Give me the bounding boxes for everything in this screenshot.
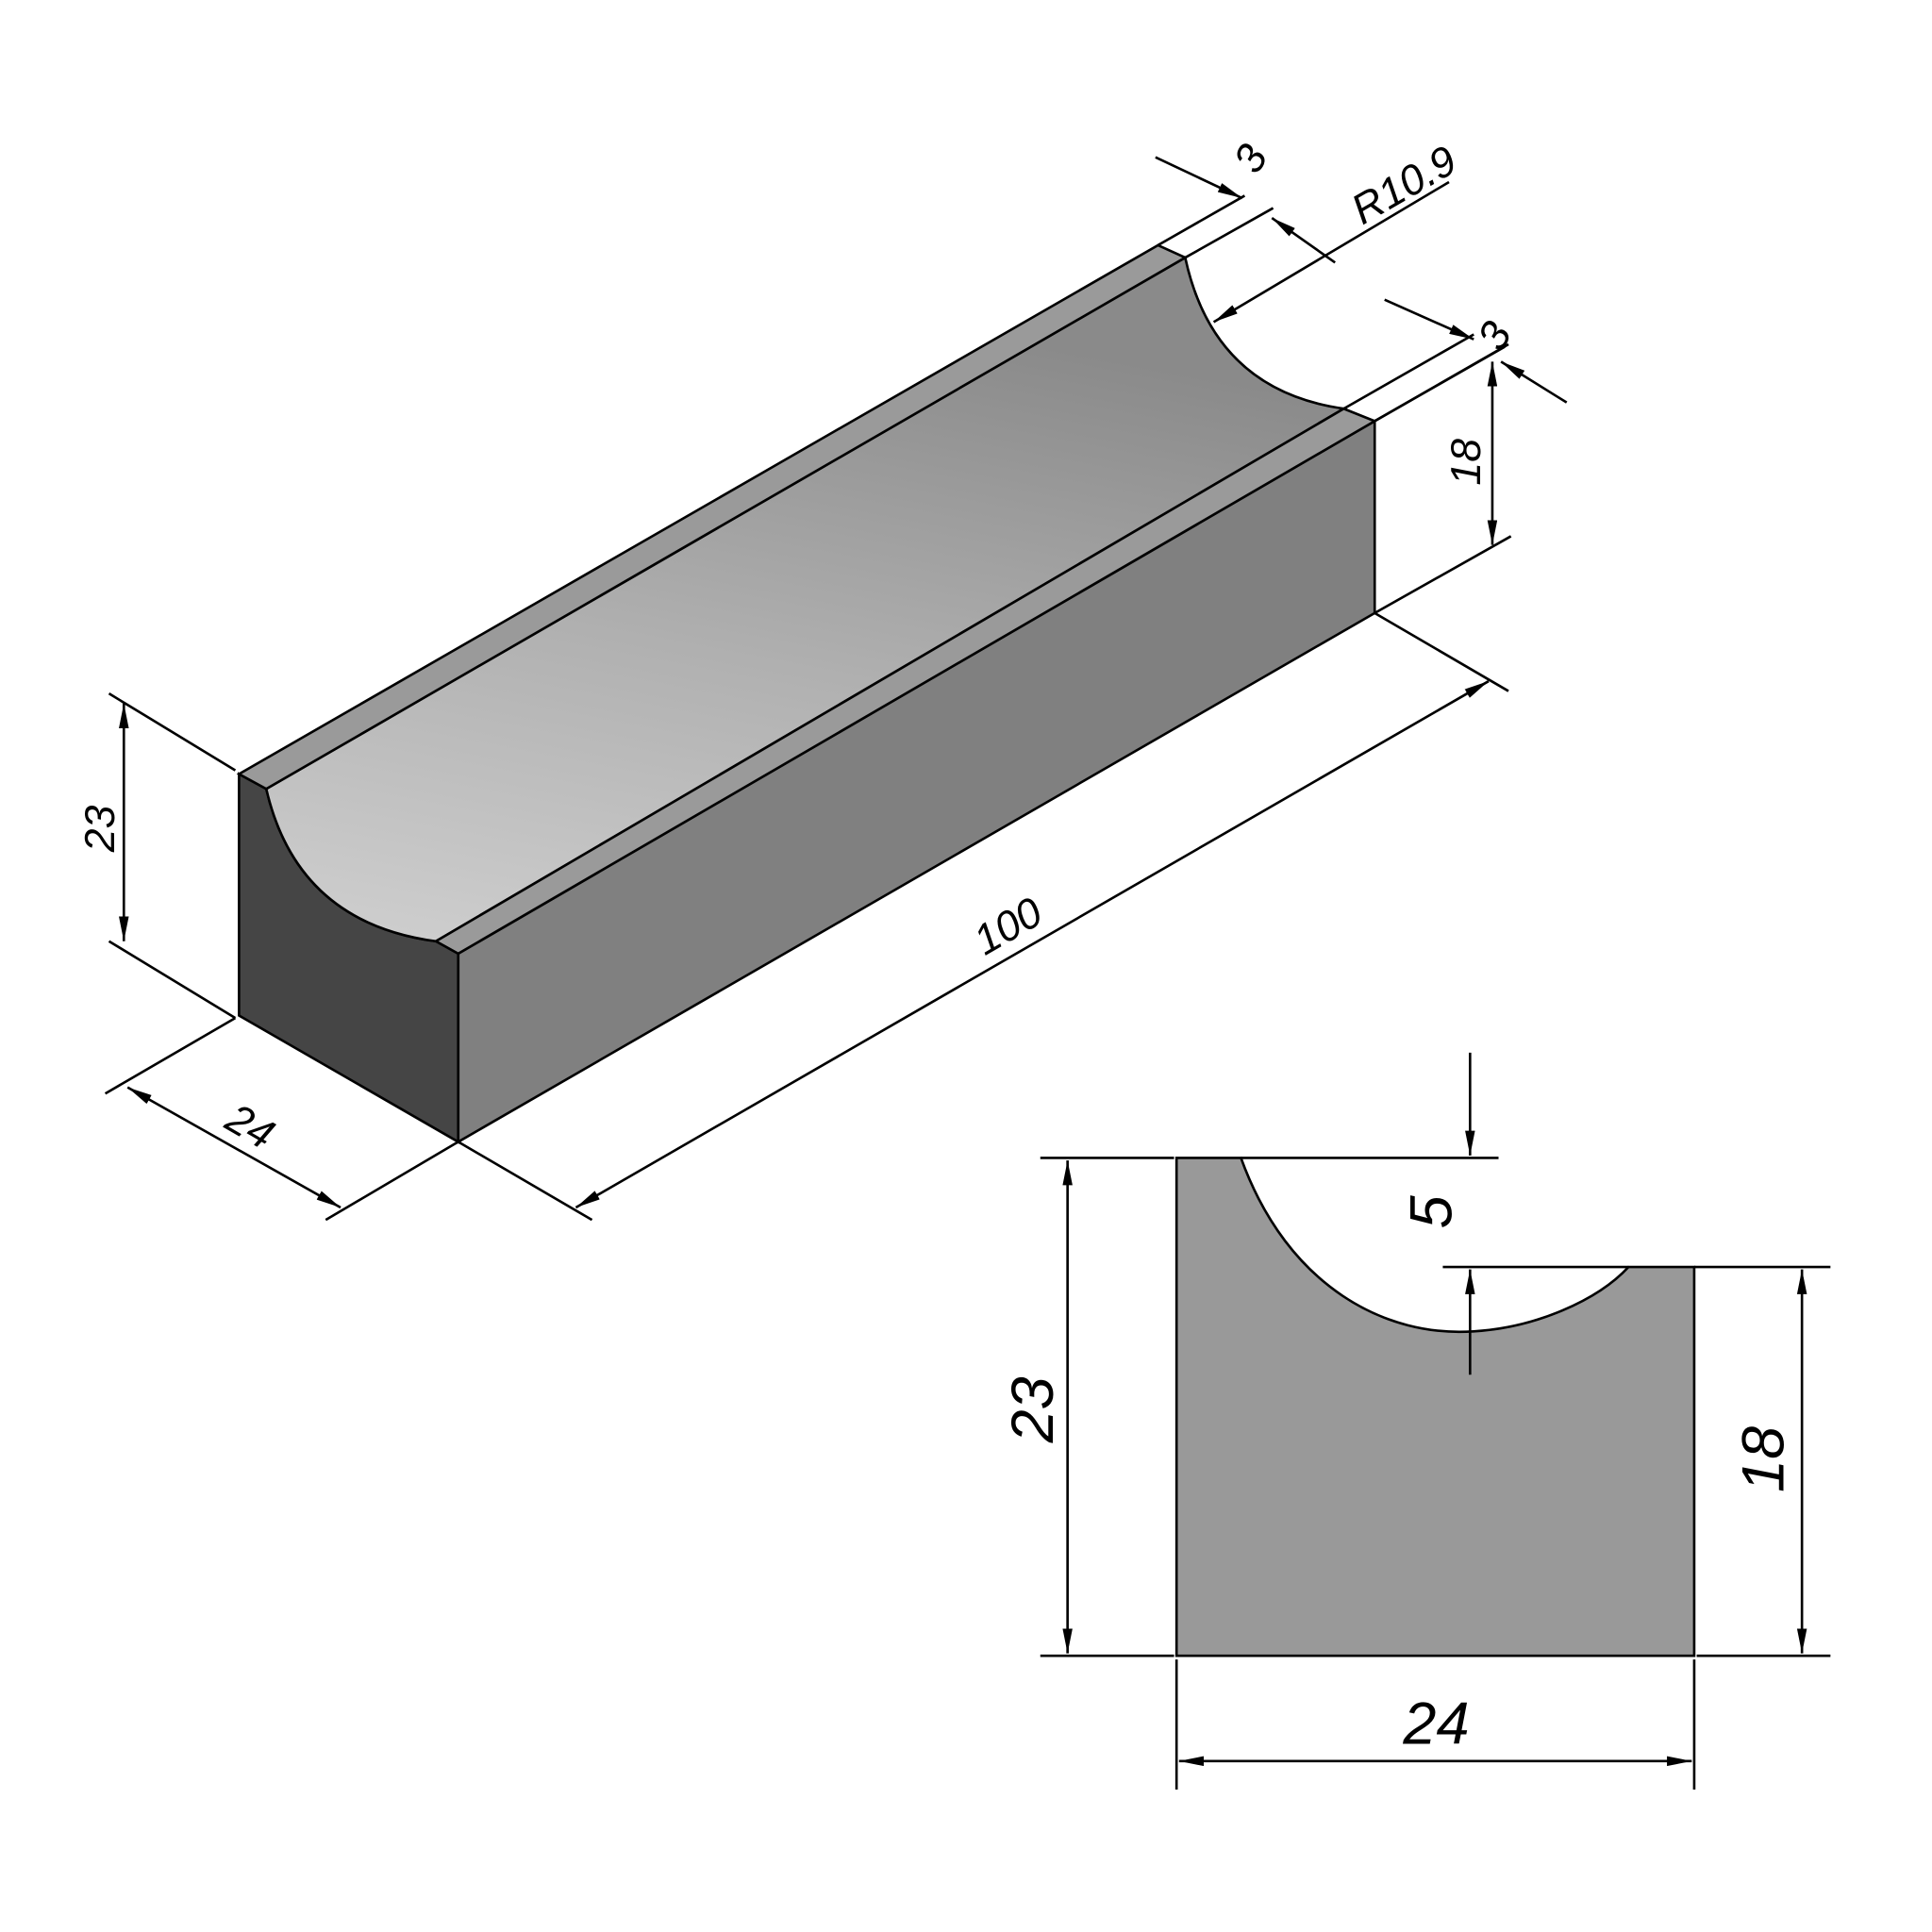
dim-length-100: 100: [966, 889, 1050, 964]
section-profile: [1174, 1157, 1696, 1657]
section-dim-height-23: 23: [1000, 1376, 1066, 1443]
section-dimensions: 23 18 24 5: [1000, 1052, 1831, 1790]
dim-height-23: 23: [77, 805, 124, 853]
section-view: [1174, 1157, 1696, 1657]
dim-radius: R10.9: [1344, 138, 1465, 234]
dim-rim-left-3: 3: [1225, 137, 1277, 180]
dim-width-24: 24: [217, 1094, 281, 1158]
section-dim-width-24: 24: [1402, 1690, 1469, 1757]
dim-side-18: 18: [1443, 439, 1490, 486]
section-dim-height-18: 18: [1730, 1426, 1796, 1492]
back-rim: [236, 243, 1189, 791]
section-dim-depth-5: 5: [1399, 1194, 1465, 1228]
isometric-block: [236, 243, 1378, 1144]
